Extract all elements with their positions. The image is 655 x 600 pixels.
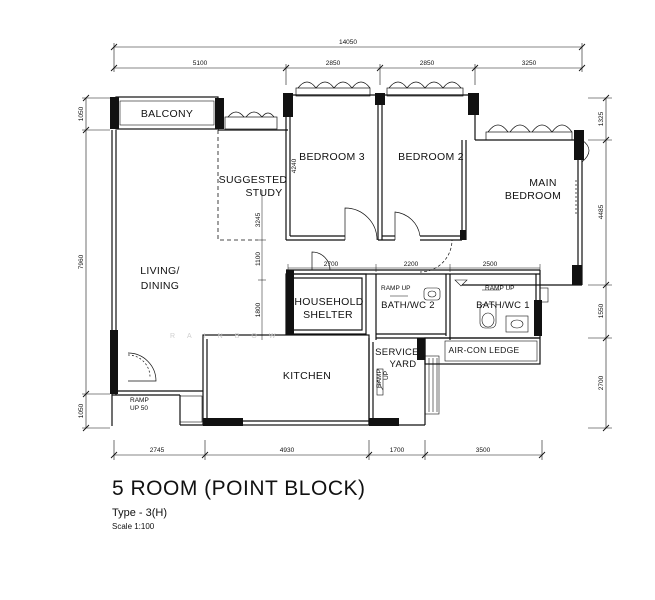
fixtures <box>179 279 549 423</box>
dimension-lines <box>82 43 612 460</box>
dim-left-2: 7960 <box>78 254 85 269</box>
label-aircon-ledge: AIR-CON LEDGE <box>449 345 520 355</box>
label-service-2: YARD <box>390 359 417 370</box>
label-bath-2: BATH/WC 2 <box>381 300 435 311</box>
label-study-2: STUDY <box>245 187 282 199</box>
plan-caption: 5 ROOM (POINT BLOCK) Type - 3(H) Scale 1… <box>112 476 365 533</box>
dim-left-1: 1050 <box>78 106 85 121</box>
dim-corridor-1: 2700 <box>324 261 339 268</box>
dim-left-3: 1050 <box>78 403 85 418</box>
dim-shelter-height: 1800 <box>255 302 262 317</box>
label-service-1: SERVICE <box>375 347 419 358</box>
dim-study: 3245 <box>255 212 262 227</box>
dim-right-4: 2700 <box>598 375 605 390</box>
dim-corridor-2: 2200 <box>404 261 419 268</box>
dim-bottom-3: 1700 <box>390 447 405 454</box>
structural-columns <box>110 93 584 426</box>
walls <box>111 94 583 426</box>
label-ramp-bath2: RAMP UP <box>381 285 411 292</box>
dim-right-3: 1550 <box>598 303 605 318</box>
label-shelter-1: HOUSEHOLD <box>294 296 363 308</box>
dim-bottom-4: 3500 <box>476 447 491 454</box>
dim-top-2: 2850 <box>326 60 341 67</box>
label-balcony: BALCONY <box>141 108 193 120</box>
label-main-1: MAIN <box>529 177 556 189</box>
label-ramp-bath1: RAMP UP <box>485 285 515 292</box>
dim-corridor-height: 1100 <box>255 252 262 266</box>
label-ramp-living-1: RAMP <box>130 397 149 404</box>
dim-bottom-2: 4930 <box>280 447 295 454</box>
plan-title: 5 ROOM (POINT BLOCK) <box>112 477 366 500</box>
label-bedroom-2: BEDROOM 2 <box>398 151 464 163</box>
dim-right-1: 1325 <box>598 111 605 126</box>
label-ramp-living-2: UP 50 <box>130 405 148 412</box>
plan-scale: Scale 1:100 <box>112 522 155 531</box>
plan-type: Type - 3(H) <box>112 507 168 519</box>
label-ramp-yard-1: RAMP <box>376 369 383 388</box>
label-living-1: LIVING/ <box>140 265 179 277</box>
label-ramp-yard-2: UP <box>383 371 390 380</box>
dim-top-4: 3250 <box>522 60 537 67</box>
watermark: RAINBOW <box>170 333 287 340</box>
dimension-ticks <box>82 43 610 459</box>
dim-top-1: 5100 <box>193 60 208 67</box>
dim-right-2: 4485 <box>598 204 605 219</box>
door-swings <box>127 207 453 382</box>
label-main-2: BEDROOM <box>505 190 561 202</box>
dim-top-3: 2850 <box>420 60 435 67</box>
dim-top-overall: 14050 <box>339 39 357 46</box>
label-bedroom-3: BEDROOM 3 <box>299 151 365 163</box>
label-study-1: SUGGESTED <box>219 174 288 186</box>
dim-bed3-height: 4240 <box>291 158 298 173</box>
label-living-2: DINING <box>141 280 180 292</box>
windows <box>224 81 590 215</box>
dim-corridor-3: 2500 <box>483 261 498 268</box>
dim-bottom-1: 2745 <box>150 447 165 454</box>
label-shelter-2: SHELTER <box>303 309 353 321</box>
label-bath-1: BATH/WC 1 <box>476 300 530 311</box>
label-kitchen: KITCHEN <box>283 370 331 382</box>
